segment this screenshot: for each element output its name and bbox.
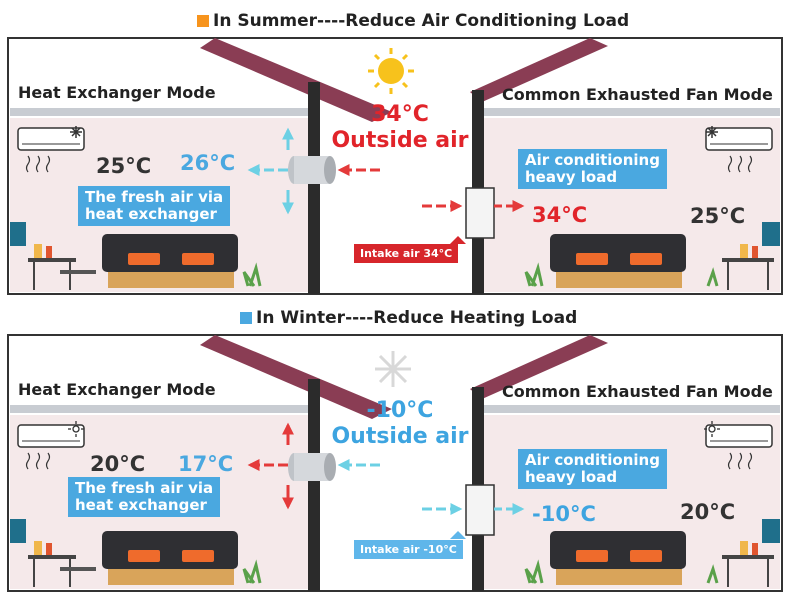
winter-outside-air: -10°C Outside air <box>331 398 469 449</box>
winter-right-mode: Common Exhausted Fan Mode <box>502 382 773 401</box>
winter-panel <box>6 333 784 593</box>
winter-left-room-temp: 20°C <box>90 452 146 476</box>
summer-panel <box>6 36 784 296</box>
sun-icon <box>368 48 414 94</box>
summer-fresh-air-label: The fresh air via heat exchanger <box>78 186 231 226</box>
winter-ac-load-label: Air conditioning heavy load <box>518 449 667 489</box>
summer-left-supply-temp: 26°C <box>180 151 236 175</box>
winter-right-room-temp: 20°C <box>680 500 736 524</box>
snowflake-icon <box>70 126 718 138</box>
winter-fresh-air-label: The fresh air via heat exchanger <box>68 477 221 517</box>
winter-title: In Winter----Reduce Heating Load <box>240 308 577 328</box>
summer-intake-tag: Intake air 34°C <box>354 244 459 263</box>
winter-intake-tag: Intake air -10°C <box>354 540 463 559</box>
winter-square-icon <box>240 312 252 324</box>
summer-title: In Summer----Reduce Air Conditioning Loa… <box>197 11 629 31</box>
winter-right-supply-temp: -10°C <box>532 502 596 526</box>
summer-right-supply-temp: 34°C <box>532 203 588 227</box>
summer-right-room-temp: 25°C <box>690 204 746 228</box>
snowflake-icon <box>375 351 411 387</box>
summer-right-mode: Common Exhausted Fan Mode <box>502 85 773 104</box>
summer-left-mode: Heat Exchanger Mode <box>18 83 216 102</box>
winter-left-supply-temp: 17°C <box>178 452 234 476</box>
summer-ac-load-label: Air conditioning heavy load <box>518 149 667 189</box>
winter-left-mode: Heat Exchanger Mode <box>18 380 216 399</box>
sun-icon <box>68 421 720 437</box>
summer-exchanger-arrows <box>247 127 380 215</box>
summer-square-icon <box>197 15 209 27</box>
summer-left-room-temp: 25°C <box>96 154 152 178</box>
summer-outside-air: 34°C Outside air <box>331 102 469 153</box>
winter-exchanger-arrows <box>247 422 380 510</box>
